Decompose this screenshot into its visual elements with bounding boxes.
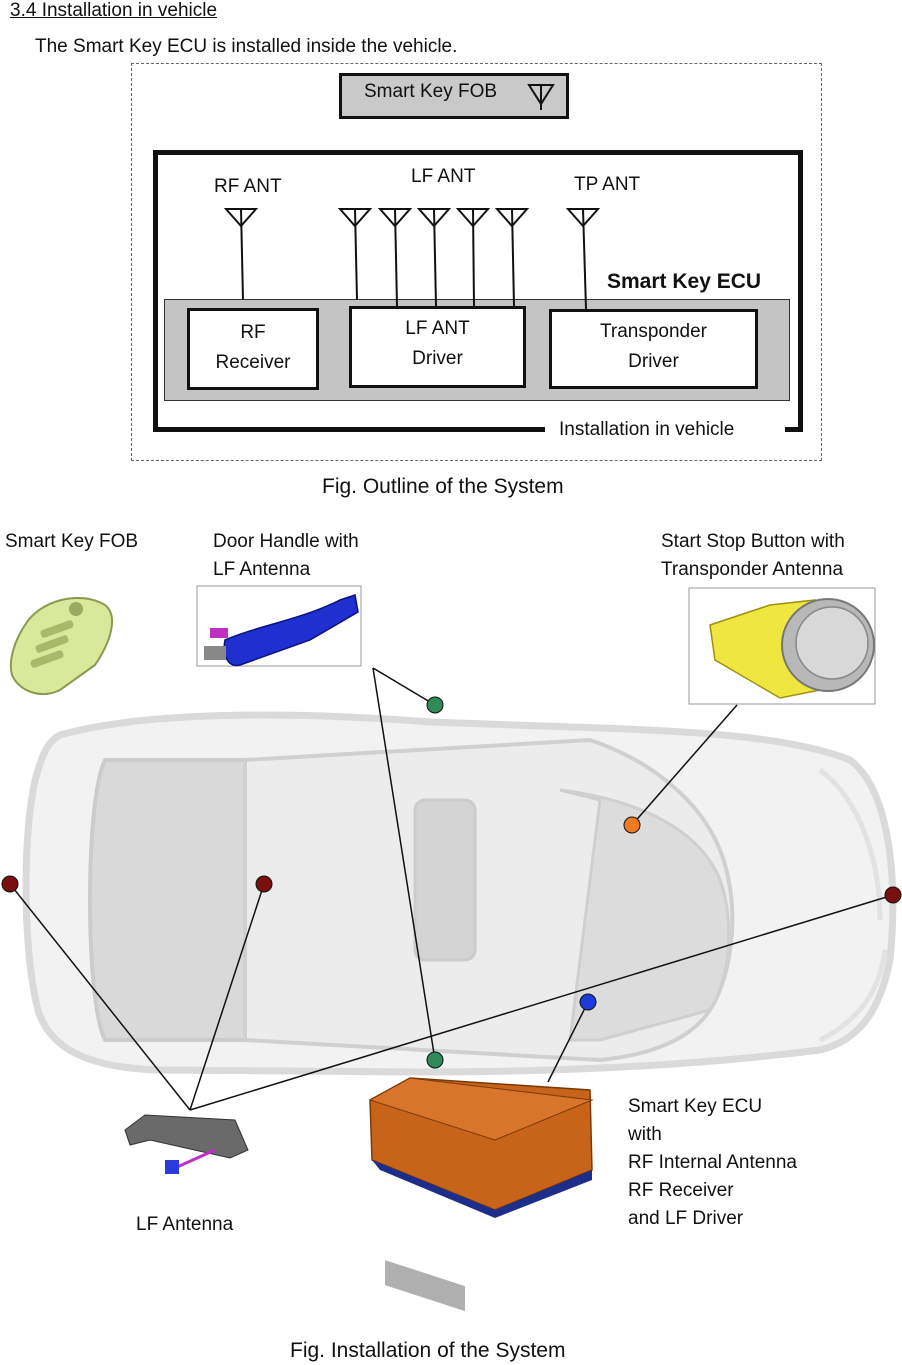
fob-block-label: Smart Key FOB: [364, 81, 498, 102]
rf-ant-label: RF ANT: [214, 176, 282, 197]
lf-antenna-icon-1: [337, 208, 373, 301]
door-handle-marker-bottom: [426, 1051, 444, 1069]
transponder-driver-line1: Transponder: [599, 321, 708, 342]
rf-receiver-block: RF Receiver: [187, 308, 319, 390]
car-illustration: [22, 711, 897, 1076]
lf-antenna-label: LF Antenna: [136, 1214, 234, 1235]
rf-receiver-line2: Receiver: [215, 352, 291, 373]
start-stop-label: Start Stop Button with Transponder Anten…: [661, 531, 845, 580]
transponder-driver-block: Transponder Driver: [549, 309, 758, 389]
door-handle-marker-top: [426, 696, 444, 714]
smart-key-ecu-image: [368, 1077, 594, 1312]
start-stop-button-image: [688, 587, 876, 705]
frame-gap: [545, 424, 785, 436]
lf-antenna-icon-2: [377, 208, 413, 307]
vehicle-boundary: [131, 63, 822, 461]
ecu-frame: [153, 150, 803, 432]
lf-antenna-icon-4: [455, 208, 491, 307]
fob-block: [339, 73, 569, 119]
section-title: 3.4 Installation in vehicle: [10, 0, 218, 21]
lf-antenna-icon-5: [494, 208, 530, 307]
lf-antenna-icon-3: [416, 208, 452, 307]
door-handle-label: Door Handle with LF Antenna: [213, 531, 359, 580]
rf-receiver-line1: RF: [240, 322, 266, 343]
rf-antenna-icon: [223, 208, 259, 301]
antenna-wiring: [223, 84, 601, 310]
transponder-driver-line2: Driver: [628, 351, 679, 372]
lf-driver-line2: Driver: [412, 348, 463, 369]
lf-antenna-marker-cabin: [255, 875, 273, 893]
lf-antenna-marker-front: [884, 886, 902, 904]
smart-key-fob-image: [9, 596, 113, 695]
lf-driver-line1: LF ANT: [405, 318, 470, 339]
ecu-component-label: Smart Key ECU with RF Internal Antenna R…: [628, 1096, 797, 1229]
fob-antenna-icon: [527, 84, 555, 110]
installation-label: Installation in vehicle: [559, 419, 735, 440]
outline-caption: Fig. Outline of the System: [322, 475, 564, 498]
door-handle-image: [196, 585, 362, 667]
lf-ant-label: LF ANT: [411, 166, 476, 187]
fob-component-label: Smart Key FOB: [5, 531, 139, 552]
ecu-marker: [579, 993, 597, 1011]
lf-antenna-part-image: [124, 1114, 249, 1174]
ecu-label: Smart Key ECU: [607, 270, 762, 293]
start-stop-marker: [623, 816, 641, 834]
lf-antenna-marker-rear: [1, 875, 19, 893]
intro-text: The Smart Key ECU is installed inside th…: [35, 36, 458, 57]
tp-ant-label: TP ANT: [574, 174, 641, 195]
installation-caption: Fig. Installation of the System: [290, 1339, 566, 1362]
leader-lines: [9, 667, 894, 1111]
tp-antenna-icon: [565, 208, 601, 310]
lf-driver-block: LF ANT Driver: [349, 306, 526, 388]
